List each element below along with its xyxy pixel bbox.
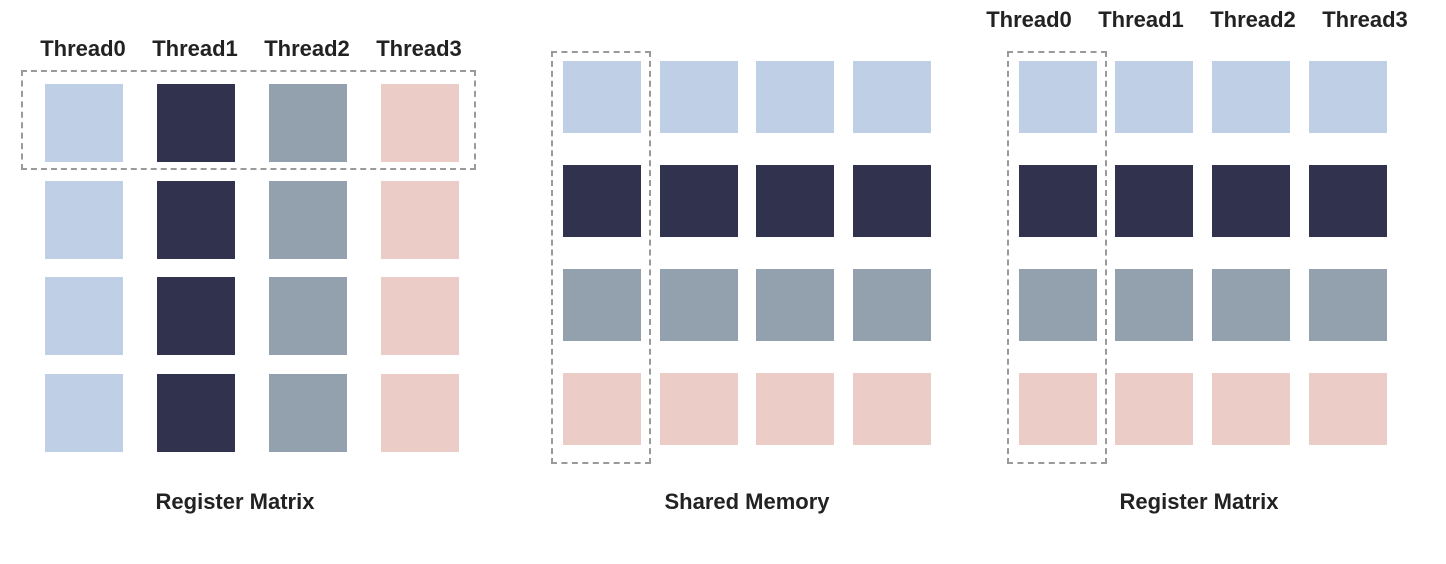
right-cell-r1-c3 [1309,165,1387,237]
left-cell-r0-c0 [45,84,123,162]
right-cell-r1-c0 [1019,165,1097,237]
right-cell-r1-c1 [1115,165,1193,237]
right-cell-r2-c2 [1212,269,1290,341]
middle-cell-r3-c2 [756,373,834,445]
left-row-highlight-box [21,70,476,170]
right-cell-r0-c3 [1309,61,1387,133]
middle-cell-r2-c2 [756,269,834,341]
left-cell-r2-c0 [45,277,123,355]
middle-caption: Shared Memory [664,489,830,514]
right-cell-r0-c2 [1212,61,1290,133]
middle-cell-r3-c3 [853,373,931,445]
left-cell-r1-c3 [381,181,459,259]
left-cell-r1-c0 [45,181,123,259]
left-cell-r2-c1 [157,277,235,355]
right-cell-r1-c2 [1212,165,1290,237]
right-cell-r0-c1 [1115,61,1193,133]
middle-cell-r0-c3 [853,61,931,133]
left-cell-r3-c1 [157,374,235,452]
left-cell-r2-c2 [269,277,347,355]
middle-cell-r2-c1 [660,269,738,341]
left-cell-r0-c3 [381,84,459,162]
left-thread-label-1: Thread1 [152,36,238,61]
left-thread-label-3: Thread3 [376,36,462,61]
left-cell-r0-c1 [157,84,235,162]
middle-cell-r1-c2 [756,165,834,237]
right-thread-label-1: Thread1 [1098,7,1184,32]
left-cell-r3-c2 [269,374,347,452]
middle-column-highlight-box [551,51,651,464]
left-cell-r2-c3 [381,277,459,355]
middle-cell-r1-c3 [853,165,931,237]
right-cell-r2-c1 [1115,269,1193,341]
right-cell-r3-c3 [1309,373,1387,445]
left-cell-r0-c2 [269,84,347,162]
right-cell-r3-c2 [1212,373,1290,445]
right-column-highlight-box [1007,51,1107,464]
middle-cell-r1-c1 [660,165,738,237]
middle-cell-r2-c0 [563,269,641,341]
middle-cell-r0-c2 [756,61,834,133]
left-cell-r1-c2 [269,181,347,259]
right-caption: Register Matrix [1119,489,1279,514]
right-cell-r2-c0 [1019,269,1097,341]
right-cell-r2-c3 [1309,269,1387,341]
middle-cell-r2-c3 [853,269,931,341]
middle-cell-r1-c0 [563,165,641,237]
middle-cell-r3-c1 [660,373,738,445]
middle-cell-r0-c1 [660,61,738,133]
middle-cell-r0-c0 [563,61,641,133]
left-thread-label-2: Thread2 [264,36,350,61]
right-thread-label-2: Thread2 [1210,7,1296,32]
left-cell-r3-c3 [381,374,459,452]
left-thread-label-0: Thread0 [40,36,126,61]
right-thread-label-3: Thread3 [1322,7,1408,32]
right-thread-label-0: Thread0 [986,7,1072,32]
right-cell-r3-c1 [1115,373,1193,445]
right-cell-r0-c0 [1019,61,1097,133]
right-cell-r3-c0 [1019,373,1097,445]
left-cell-r3-c0 [45,374,123,452]
left-caption: Register Matrix [155,489,315,514]
middle-cell-r3-c0 [563,373,641,445]
left-cell-r1-c1 [157,181,235,259]
